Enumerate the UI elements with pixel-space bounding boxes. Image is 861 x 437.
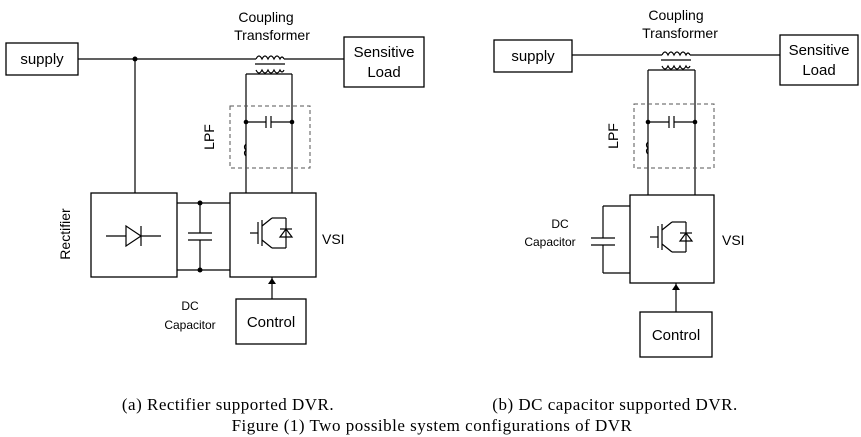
vsi-box-a bbox=[229, 192, 317, 278]
diagram-a: supply Coupling Transformer Sensitive Lo… bbox=[5, 9, 425, 414]
coupling-label-b-1: Coupling bbox=[648, 7, 703, 23]
control-label-a: Control bbox=[247, 314, 295, 331]
supply-label-b: supply bbox=[511, 48, 555, 65]
coupling-label-b-2: Transformer bbox=[642, 25, 718, 41]
caption-b: (b) DC capacitor supported DVR. bbox=[492, 395, 737, 414]
vsi-box-b bbox=[629, 194, 715, 284]
dc-label-b-1: DC bbox=[551, 217, 569, 231]
coupling-transformer-icon bbox=[661, 51, 691, 70]
dc-capacitor-icon-a bbox=[188, 203, 212, 270]
load-label-b-1: Sensitive bbox=[789, 42, 850, 59]
lpf-capacitor-icon bbox=[243, 116, 295, 128]
load-label-a-1: Sensitive bbox=[354, 44, 415, 61]
vsi-label-b: VSI bbox=[722, 232, 745, 248]
arrow-up-icon bbox=[672, 284, 680, 290]
lpf-inductor-icon bbox=[645, 141, 649, 155]
igbt-icon bbox=[250, 217, 294, 249]
lpf-inductor-icon bbox=[243, 143, 247, 157]
vsi-label-a: VSI bbox=[322, 231, 345, 247]
figure-caption: Figure (1) Two possible system configura… bbox=[232, 416, 633, 435]
control-box-b bbox=[639, 311, 713, 358]
dc-label-a-1: DC bbox=[181, 299, 199, 313]
lpf-label-a: LPF bbox=[201, 124, 217, 150]
load-label-a-2: Load bbox=[367, 64, 400, 81]
lpf-box-b bbox=[633, 103, 715, 169]
sensitive-load-box-b bbox=[779, 34, 859, 86]
supply-box-b bbox=[493, 39, 573, 73]
lpf-box-a bbox=[229, 105, 311, 169]
igbt-icon bbox=[650, 221, 694, 253]
caption-a: (a) Rectifier supported DVR. bbox=[122, 395, 334, 414]
sensitive-load-box-a bbox=[343, 36, 425, 88]
dc-label-a-2: Capacitor bbox=[164, 318, 215, 332]
control-label-b: Control bbox=[652, 327, 700, 344]
rectifier-label: Rectifier bbox=[57, 208, 73, 260]
rectifier-box bbox=[90, 192, 178, 278]
dc-capacitor-icon-b bbox=[591, 205, 630, 274]
arrow-up-icon bbox=[268, 278, 276, 284]
coupling-transformer-icon bbox=[255, 55, 285, 74]
dc-label-b-2: Capacitor bbox=[524, 235, 575, 249]
supply-label-a: supply bbox=[20, 51, 64, 68]
diode-icon bbox=[106, 224, 161, 248]
diagram-b: supply Coupling Transformer Sensitive Lo… bbox=[492, 7, 859, 414]
lpf-label-b: LPF bbox=[605, 123, 621, 149]
load-label-b-2: Load bbox=[802, 62, 835, 79]
lpf-capacitor-icon bbox=[645, 116, 698, 128]
control-box-a bbox=[235, 298, 307, 345]
coupling-label-a-1: Coupling bbox=[238, 9, 293, 25]
supply-box-a bbox=[5, 42, 79, 76]
coupling-label-a-2: Transformer bbox=[234, 27, 310, 43]
